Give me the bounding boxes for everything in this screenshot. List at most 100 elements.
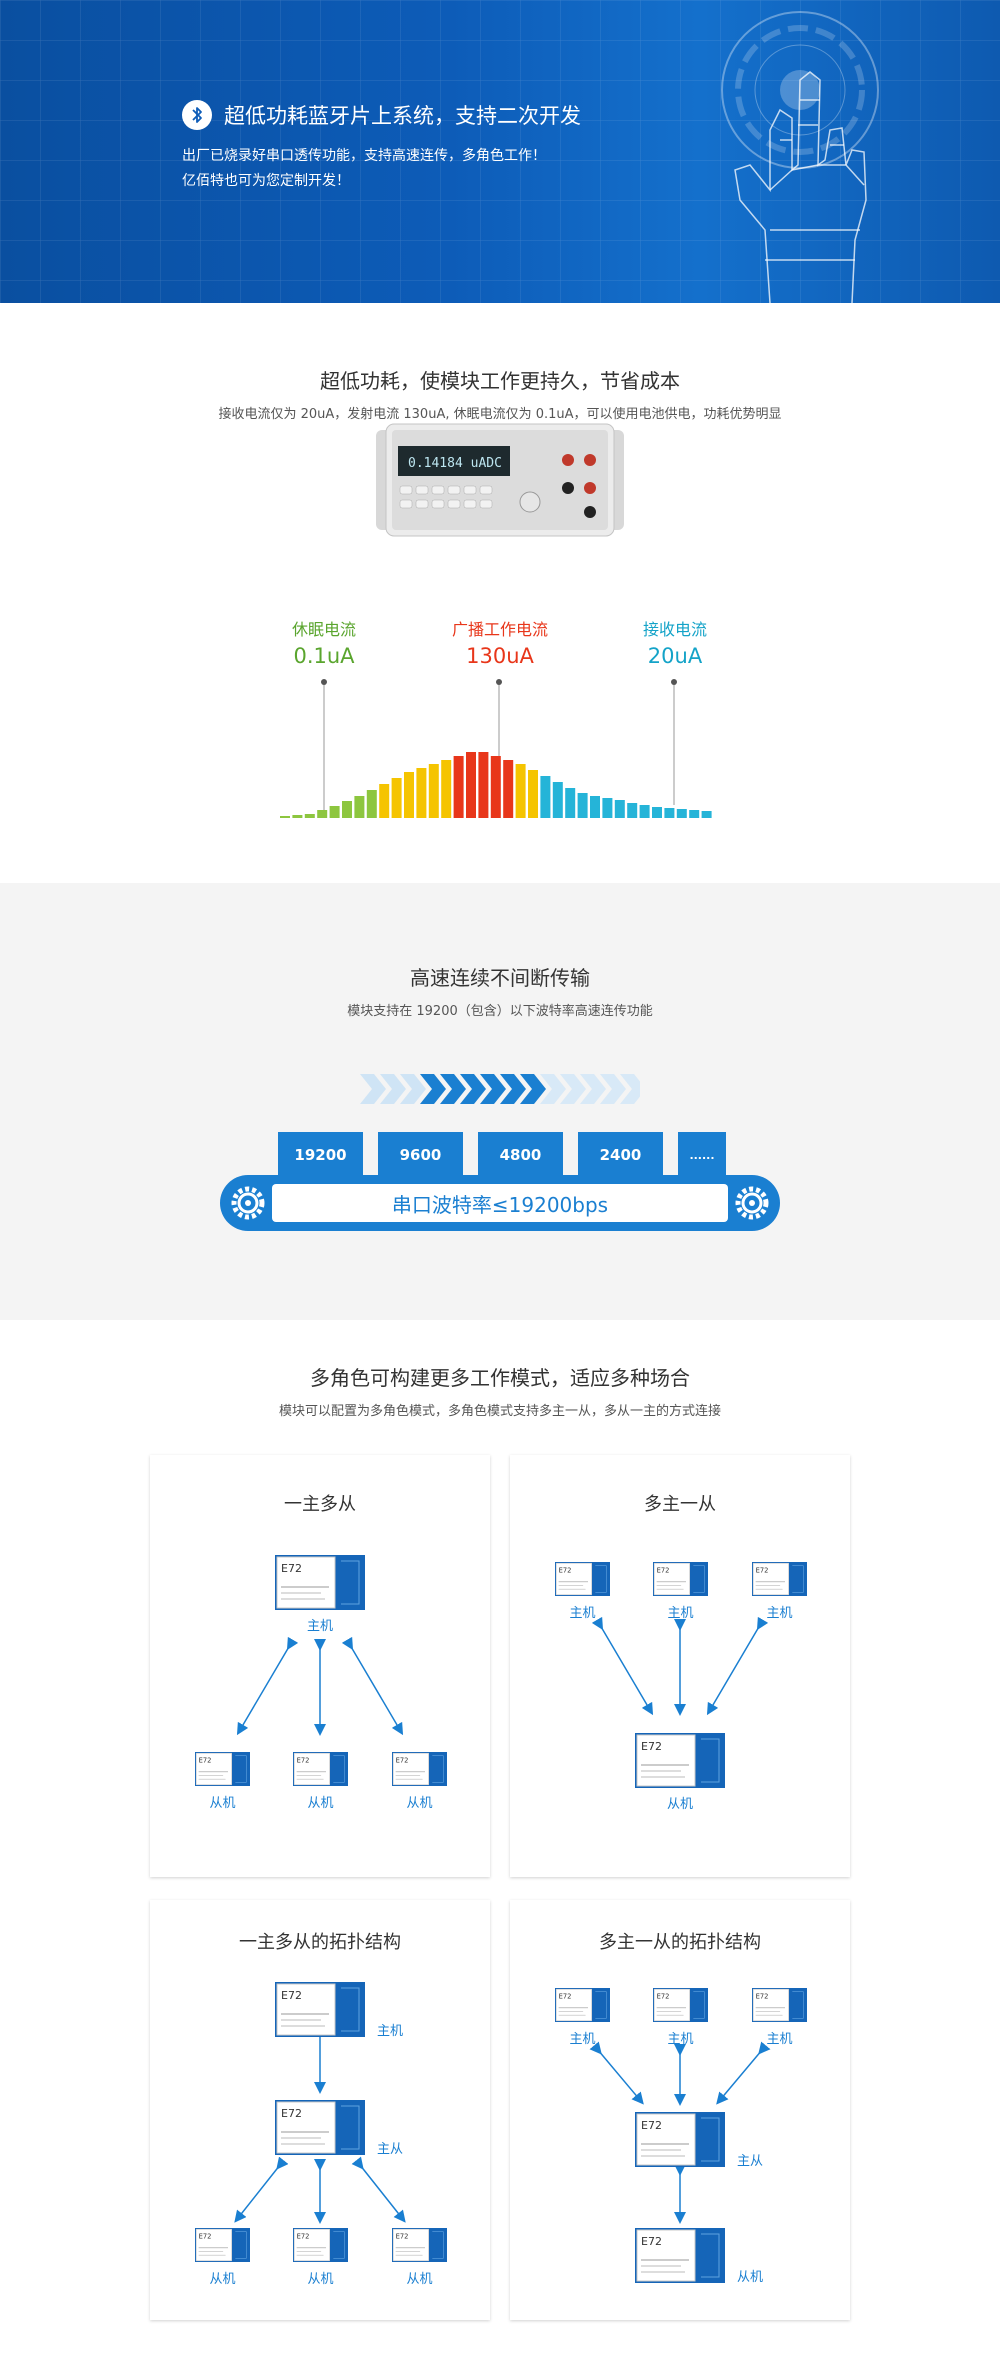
chevron-arrow-icon <box>520 1074 546 1104</box>
master-label: 主机 <box>667 1606 694 1621</box>
chevron-arrow-icon <box>420 1074 446 1104</box>
transfer-arrows <box>360 1074 640 1104</box>
slave-label: 从机 <box>209 2272 236 2287</box>
module-model: E72 <box>281 1562 302 1575</box>
chevron-arrow-icon <box>360 1074 386 1104</box>
current-bar <box>379 784 390 818</box>
module-master-1: E72 <box>555 1988 610 2022</box>
current-bar <box>701 811 712 818</box>
master-label: 主机 <box>569 1606 596 1621</box>
current-bar <box>503 760 514 818</box>
module-chip-icon: E72 <box>635 1733 725 1788</box>
sleep-current-label: 休眠电流 0.1uA <box>254 616 394 668</box>
hero-description-line-2: 亿佰特也可为您定制开发！ <box>182 173 350 189</box>
current-bar <box>416 768 427 818</box>
hero-title: 超低功耗蓝牙片上系统，支持二次开发 <box>224 104 581 128</box>
current-bar <box>404 772 414 818</box>
module-model: E72 <box>396 2232 409 2240</box>
module-master-3: E72 <box>752 1988 807 2022</box>
module-chip-icon: E72 <box>653 1562 708 1596</box>
topology-diagram <box>234 2024 406 2224</box>
current-bar <box>329 806 340 818</box>
current-bar <box>441 760 452 818</box>
master-label: 主机 <box>306 1619 333 1634</box>
current-bar <box>664 808 675 818</box>
module-master: E72 <box>275 1555 365 1610</box>
chevron-arrow-icon <box>500 1074 526 1104</box>
gear-icon-right <box>735 1186 769 1220</box>
module-model: E72 <box>756 1992 769 2000</box>
module-master-slave: E72 <box>275 2100 365 2155</box>
master-label: 主机 <box>766 1606 793 1621</box>
receive-current-value: 20uA <box>647 644 703 668</box>
receive-current-name: 接收电流 <box>642 620 707 639</box>
current-bar <box>590 796 600 818</box>
module-chip-icon: E72 <box>293 1752 348 1786</box>
module-slave-2: E72 <box>293 1752 348 1786</box>
module-chip-icon: E72 <box>392 1752 447 1786</box>
current-bar <box>304 814 315 818</box>
card-title: 多主一从的拓扑结构 <box>599 1932 761 1953</box>
module-model: E72 <box>641 2119 662 2132</box>
current-bar <box>342 801 352 818</box>
module-model: E72 <box>281 2107 302 2120</box>
module-chip-icon: E72 <box>635 2112 725 2167</box>
master-slave-label: 主从 <box>736 2154 763 2169</box>
current-bar <box>540 776 551 818</box>
module-model: E72 <box>641 1740 662 1753</box>
module-slave-1: E72 <box>195 2228 250 2262</box>
module-chip-icon: E72 <box>555 1562 610 1596</box>
module-chip-icon: E72 <box>195 1752 250 1786</box>
chevron-arrow-icon <box>620 1074 640 1104</box>
card-title: 一主多从 <box>284 1494 356 1515</box>
roles-section-subtitle: 模块可以配置为多角色模式，多角色模式支持多主一从，多从一主的方式连接 <box>278 1404 721 1419</box>
module-chip-icon: E72 <box>195 2228 250 2262</box>
chevron-arrow-icon <box>600 1074 626 1104</box>
speed-section-title: 高速连续不间断传输 <box>410 966 590 990</box>
module-slave-1: E72 <box>195 1752 250 1786</box>
current-bar <box>515 764 526 818</box>
chevron-arrow-icon <box>480 1074 506 1104</box>
module-slave-3: E72 <box>392 1752 447 1786</box>
current-bar <box>428 764 439 818</box>
slave-label: 从机 <box>666 1797 693 1812</box>
master-label: 主机 <box>667 2032 694 2047</box>
hero-grid-background <box>0 0 1000 303</box>
slave-label: 从机 <box>209 1796 236 1811</box>
module-chip-icon: E72 <box>293 2228 348 2262</box>
current-bar <box>478 752 489 818</box>
conveyor-belt: 串口波特率≤19200bps <box>220 1175 780 1231</box>
broadcast-current-name: 广播工作电流 <box>451 620 548 639</box>
chevron-arrow-icon <box>440 1074 466 1104</box>
receive-current-label: 接收电流 20uA <box>605 616 745 668</box>
baud-rate-more: ...... <box>678 1132 726 1178</box>
module-model: E72 <box>559 1566 572 1574</box>
module-slave: E72 <box>635 2228 725 2283</box>
current-bar <box>391 778 402 818</box>
bluetooth-icon <box>182 100 212 130</box>
current-bar <box>466 752 476 818</box>
current-bar <box>453 756 464 818</box>
card-one-master-multi-slave-topology: 一主多从的拓扑结构 E72 主机 E72 主从 E72 <box>150 1900 490 2320</box>
master-slave-label: 主从 <box>376 2142 403 2157</box>
card-title: 多主一从 <box>644 1494 716 1515</box>
module-model: E72 <box>281 1989 302 2002</box>
current-bar <box>528 770 538 818</box>
module-chip-icon: E72 <box>635 2228 725 2283</box>
slave-label: 从机 <box>406 1796 433 1811</box>
chevron-arrow-icon <box>400 1074 426 1104</box>
module-chip-icon: E72 <box>275 2100 365 2155</box>
current-bar <box>614 800 625 818</box>
hand-touch-illustration <box>721 11 879 303</box>
slave-label: 从机 <box>406 2272 433 2287</box>
topology-diagram <box>589 2041 771 2224</box>
current-bar <box>689 810 700 818</box>
slave-label: 从机 <box>307 2272 334 2287</box>
module-chip-icon: E72 <box>752 1562 807 1596</box>
current-bar <box>552 782 563 818</box>
baud-rate-4800: 4800 <box>478 1132 563 1178</box>
module-model: E72 <box>657 1566 670 1574</box>
current-bar <box>627 803 638 818</box>
power-section-title: 超低功耗，使模块工作更持久，节省成本 <box>320 369 680 393</box>
